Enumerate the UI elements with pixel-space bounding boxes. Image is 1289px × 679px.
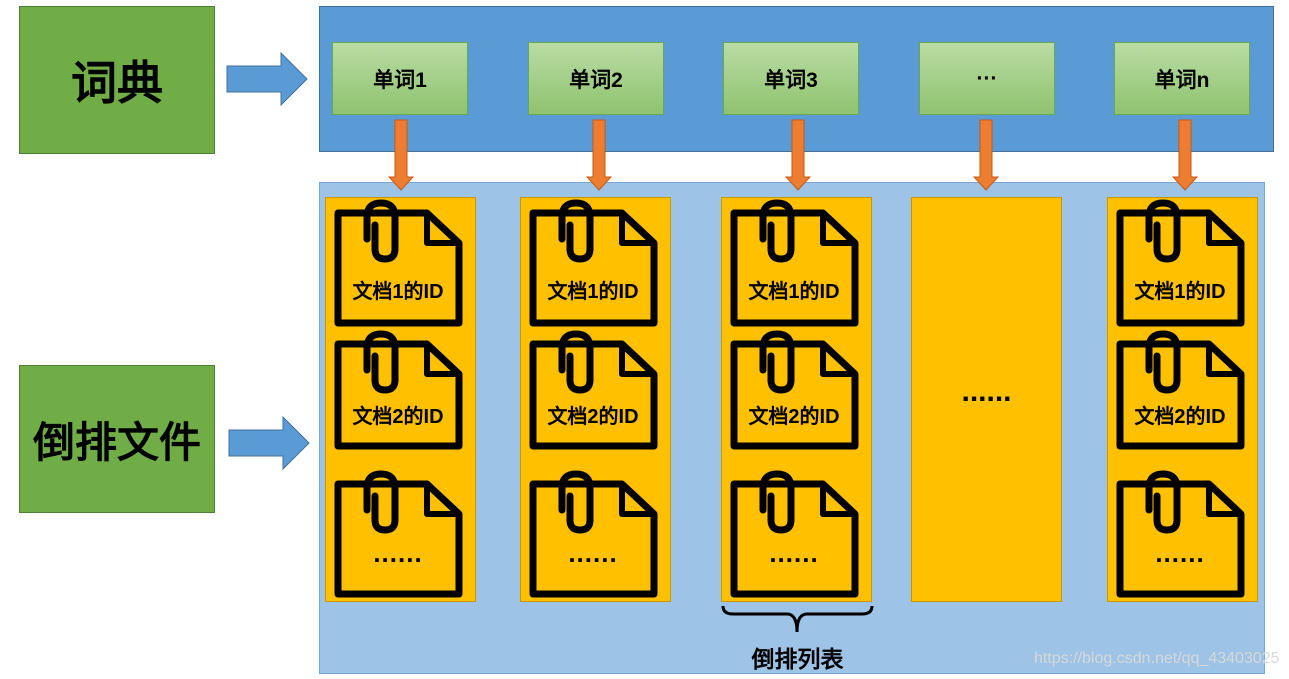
document-id-label: 文档1的ID [1134, 281, 1226, 303]
posting-list-1 [325, 197, 476, 602]
posting-list-3 [721, 197, 872, 602]
document-id-label: 文档2的ID [547, 406, 639, 428]
inverted-file-label: 倒排文件 [19, 365, 215, 513]
document-clip-icon [1116, 330, 1245, 450]
document-clip-icon [730, 330, 859, 450]
posting-list-placeholder [911, 197, 1062, 602]
document-id-label: 文档1的ID [352, 281, 444, 303]
word-label: ··· [976, 66, 998, 90]
document-icon: 文档1的ID [729, 199, 859, 329]
document-icon: 文档2的ID [1115, 330, 1245, 460]
brace-icon [721, 605, 874, 633]
document-clip-icon [334, 470, 463, 598]
down-arrow-icon [785, 119, 811, 191]
word-label: 单词n [1154, 68, 1210, 92]
document-icon: 文档1的ID [528, 199, 658, 329]
document-clip-icon [529, 199, 658, 327]
word-box-2: 单词2 [528, 42, 664, 115]
word-label: 单词2 [569, 68, 623, 92]
document-icon: ...... [729, 470, 859, 600]
word-box-3: 单词3 [723, 42, 859, 115]
down-arrow-icon [1172, 119, 1198, 191]
inverted-file-label-text: 倒排文件 [32, 418, 201, 466]
right-arrow-icon [228, 416, 310, 470]
document-clip-icon [730, 199, 859, 327]
posting-list-caption: 倒排列表 [751, 646, 844, 672]
document-icon: 文档1的ID [333, 199, 463, 329]
document-clip-icon [1116, 470, 1245, 598]
document-icon: 文档2的ID [528, 330, 658, 460]
document-icon: 文档1的ID [1115, 199, 1245, 329]
document-id-label: ...... [1155, 538, 1205, 568]
document-id-label: 文档2的ID [1134, 406, 1226, 428]
document-id-label: ...... [769, 538, 819, 568]
document-clip-icon [730, 470, 859, 598]
dictionary-label: 词典 [19, 6, 215, 154]
posting-list-n [1107, 197, 1258, 602]
right-arrow-icon [226, 52, 308, 106]
dictionary-label-text: 词典 [71, 57, 163, 109]
document-id-label: 文档1的ID [748, 281, 840, 303]
word-box-1: 单词1 [332, 42, 468, 115]
down-arrow-icon [586, 119, 612, 191]
posting-list-2 [520, 197, 671, 602]
document-clip-icon [529, 470, 658, 598]
document-id-label: ...... [568, 538, 618, 568]
document-clip-icon [334, 330, 463, 450]
document-id-label: 文档1的ID [547, 281, 639, 303]
document-id-label: ...... [373, 538, 423, 568]
down-arrow-icon [973, 119, 999, 191]
document-id-label: 文档2的ID [352, 406, 444, 428]
document-clip-icon [1116, 199, 1245, 327]
document-icon: 文档2的ID [729, 330, 859, 460]
document-clip-icon [334, 199, 463, 327]
word-box-ellipsis: ··· [919, 42, 1055, 115]
document-clip-icon [529, 330, 658, 450]
watermark: https://blog.csdn.net/qq_43403025 [1034, 650, 1280, 667]
word-label: 单词3 [764, 68, 818, 92]
document-icon: 文档2的ID [333, 330, 463, 460]
posting-list-ellipsis: ...... [961, 375, 1012, 408]
document-id-label: 文档2的ID [748, 406, 840, 428]
word-label: 单词1 [373, 68, 427, 92]
down-arrow-icon [388, 119, 414, 191]
word-box-n: 单词n [1114, 42, 1250, 115]
document-icon: ...... [1115, 470, 1245, 600]
document-icon: ...... [333, 470, 463, 600]
document-icon: ...... [528, 470, 658, 600]
